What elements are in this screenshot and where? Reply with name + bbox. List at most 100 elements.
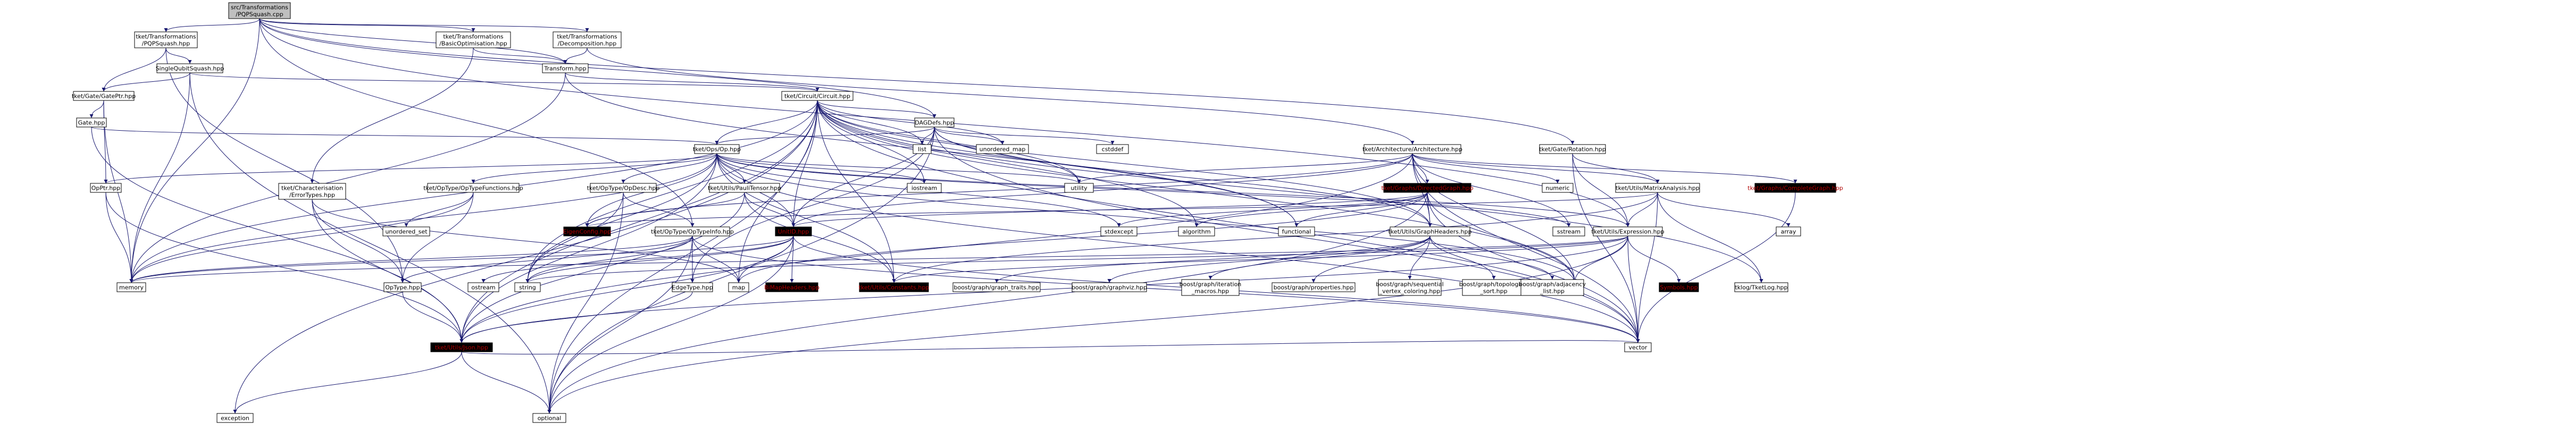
node-label: tket/Transformations [136,33,196,40]
node-gatepi-hpp[interactable]: tket/Gate/GatePtr.hpp [72,91,136,101]
node-label: boost/graph/properties.hpp [1274,284,1354,291]
node-label: array [1781,229,1796,235]
node-functional[interactable]: functional [1278,226,1315,236]
node-pqpsquash-hpp[interactable]: tket/Transformations/PQPSquash.hpp [134,31,198,48]
dependency-edge [1412,153,1577,283]
node-singlequbitsquash-hpp[interactable]: SingleQubitSquash.hpp [156,63,224,73]
node-eigenconfig-hpp[interactable]: EigenConfig.hpp [563,226,611,236]
node-matrixanalysis-hpp[interactable]: tket/Utils/MatrixAnalysis.hpp [1615,183,1700,193]
node-bg-graphviz[interactable]: boost/graph/graphviz.hpp [1072,282,1147,292]
node-dagdefs-hpp[interactable]: DAGDefs.hpp [914,117,955,128]
node-label: _list.hpp [1540,288,1565,295]
node-label: tket/Utils/PauliTensor.hpp [708,185,781,192]
node-expression-hpp[interactable]: tket/Utils/Expression.hpp [1591,226,1665,236]
node-paulitensor-hpp[interactable]: tket/Utils/PauliTensor.hpp [708,183,781,193]
node-box [90,183,122,193]
node-algorithm[interactable]: algorithm [1178,226,1215,236]
node-label: SingleQubitSquash.hpp [156,65,224,72]
node-numeric[interactable]: numeric [1542,183,1574,193]
node-box [1072,282,1147,292]
node-label: OpType.hpp [385,284,420,291]
node-bimapheaders-hpp[interactable]: BiMapHeaders.hpp [764,282,819,292]
node-symbols-hpp[interactable]: Symbols.hpp [1659,282,1699,292]
node-memory[interactable]: memory [116,282,146,292]
node-box [383,282,422,292]
node-list[interactable]: list [913,144,932,154]
node-basicopt-hpp[interactable]: tket/Transformations/BasicOptimisation.h… [436,31,511,48]
node-opdesc-hpp[interactable]: tket/OpType/OpDesc.hpp [587,183,660,193]
node-box [436,31,511,48]
dependency-edge [817,100,1763,283]
node-root[interactable]: src/Transformations/PQPSquash.cpp [228,2,291,19]
node-completegraph-hpp[interactable]: tket/Graphs/CompleteGraph.hpp [1747,183,1843,193]
node-utility[interactable]: utility [1064,183,1094,193]
dependency-edge [312,199,741,283]
node-bg-iteration[interactable]: boost/graph/iteration_macros.hpp [1180,279,1242,296]
node-label: stdexcept [1105,229,1134,235]
node-tketlog-hpp[interactable]: tklog/TketLog.hpp [1734,282,1788,292]
node-ostream[interactable]: ostream [467,282,499,292]
node-rotation-hpp[interactable]: tket/Gate/Rotation.hpp [1539,144,1606,154]
node-transform-hpp[interactable]: Transform.hpp [542,63,589,73]
dependency-edge [547,126,935,414]
node-label: tket/Gate/GatePtr.hpp [72,93,136,100]
node-bg-topo[interactable]: boost/graph/topological_sort.hpp [1459,279,1529,296]
node-constants-hpp[interactable]: tket/Utils/Constants.hpp [859,282,930,292]
node-optypeinfo-hpp[interactable]: tket/OpType/OpTypeInfo.hpp [651,226,734,236]
node-map[interactable]: map [728,282,749,292]
node-json-hpp[interactable]: tket/Utils/Json.hpp [430,342,493,352]
node-stdexcept[interactable]: stdexcept [1100,226,1138,236]
node-decomposition-hpp[interactable]: tket/Transformations/Decomposition.hpp [553,31,622,48]
dependency-edge [934,126,1005,145]
node-box [1064,183,1094,193]
dependency-edge [459,100,818,343]
dependency-edge [1311,235,1431,283]
node-optional[interactable]: optional [532,413,566,423]
dependency-edge [737,192,1428,283]
node-errortypes-hpp[interactable]: tket/Characterisation/ErrorTypes.hpp [278,183,346,200]
node-vector[interactable]: vector [1624,342,1652,352]
node-bg-seqcolor[interactable]: boost/graph/sequential_vertex_coloring.h… [1376,279,1444,296]
node-label: _sort.hpp [1479,288,1507,295]
node-bg-properties[interactable]: boost/graph/properties.hpp [1272,282,1356,292]
node-architecture-hpp[interactable]: tket/Architecture/Architecture.hpp [1362,144,1462,154]
node-box [1659,282,1699,292]
node-box [1383,183,1471,193]
dependency-edge [716,153,926,184]
dependency-edge [233,351,462,414]
node-opptr-hpp[interactable]: OpPtr.hpp [90,183,122,193]
dependency-edge [621,153,717,184]
node-label: tket/Transformations [557,33,617,40]
node-bg-adjlist[interactable]: boost/graph/adjacency_list.hpp [1519,279,1586,296]
node-exception[interactable]: exception [216,413,254,423]
dependency-edge [817,100,936,119]
node-unitid-hpp[interactable]: UnitID.hpp [775,226,812,236]
node-cstddef[interactable]: cstddef [1096,144,1129,154]
node-bg-traits[interactable]: boost/graph/graph_traits.hpp [952,282,1041,292]
dependency-edge [892,235,1628,283]
node-string[interactable]: string [514,282,541,292]
dependency-edge [716,153,1577,283]
dependency-edge [129,235,794,283]
node-sstream[interactable]: sstream [1552,226,1585,236]
dependency-edge [1294,192,1428,227]
node-box [228,2,291,19]
node-gate-hpp[interactable]: Gate.hpp [76,117,107,128]
node-box [907,183,942,193]
node-iostream[interactable]: iostream [907,183,942,193]
node-edgetype-hpp[interactable]: EdgeType.hpp [672,282,713,292]
node-optypefunctions-hpp[interactable]: tket/OpType/OpTypeFunctions.hpp [423,183,523,193]
node-optype-hpp[interactable]: OpType.hpp [383,282,422,292]
node-circuit-hpp[interactable]: tket/Circuit/Circuit.hpp [781,91,854,101]
node-unordered-set[interactable]: unordered_set [382,226,430,236]
node-op-hpp[interactable]: tket/Ops/Op.hpp [693,144,741,154]
node-label: optional [538,415,562,422]
node-box [76,117,107,128]
node-label: DAGDefs.hpp [915,120,954,126]
node-unordered-map[interactable]: unordered_map [976,144,1029,154]
node-label: tket/Gate/Rotation.hpp [1539,146,1606,153]
node-directedgraph-hpp[interactable]: tket/Graphs/DirectedGraph.hpp [1381,183,1474,193]
dependency-edge [259,18,589,32]
node-graphheaders-hpp[interactable]: tket/Utils/GraphHeaders.hpp [1389,226,1472,236]
node-array[interactable]: array [1776,226,1801,236]
